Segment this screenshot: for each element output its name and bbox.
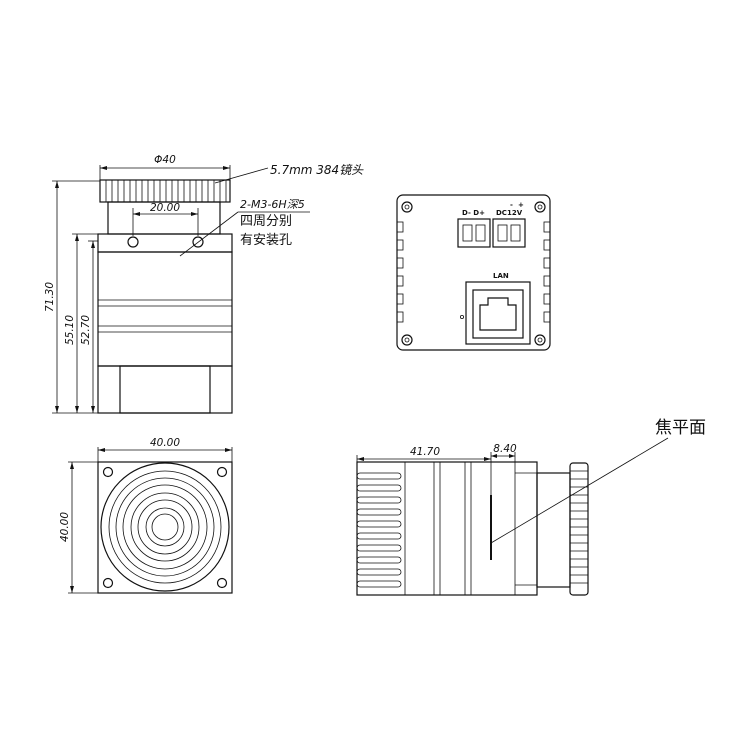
front-face-square bbox=[97, 461, 233, 594]
power-plus: + bbox=[518, 201, 524, 209]
side-fins-right bbox=[543, 221, 551, 323]
rs485-connector bbox=[457, 218, 491, 248]
hole-spacing-label: 20.00 bbox=[150, 202, 180, 214]
top-view: Φ40 20.00 71.30 55.10 52.70 5.7mm 384镜头 … bbox=[44, 154, 364, 414]
camera-body bbox=[97, 251, 233, 367]
rs485-pin-labels: D- D+ bbox=[462, 209, 485, 217]
total-height-label: 71.30 bbox=[44, 282, 56, 312]
body-height-label: 52.70 bbox=[80, 315, 92, 345]
mount-note-line1: 2-M3-6H深5 bbox=[240, 198, 305, 211]
focus-ring bbox=[99, 179, 231, 203]
side-view: 41.70 8.40 焦平面 bbox=[356, 418, 706, 596]
body-flange bbox=[97, 233, 233, 253]
power-minus: - bbox=[510, 201, 513, 209]
lens-note: 5.7mm 384镜头 bbox=[270, 163, 364, 177]
lens-glass bbox=[151, 513, 179, 541]
mount-hole-left bbox=[127, 236, 139, 248]
length-label: 41.70 bbox=[410, 446, 440, 458]
mid-height-label: 55.10 bbox=[64, 315, 76, 345]
power-connector bbox=[492, 218, 526, 248]
face-width-label: 40.00 bbox=[150, 437, 180, 449]
mount-note-line3: 有安装孔 bbox=[240, 233, 292, 248]
cooling-fins bbox=[356, 472, 402, 588]
lens-leader bbox=[214, 167, 269, 184]
lens-face-view: 40.00 40.00 bbox=[59, 437, 233, 594]
diameter-label: Φ40 bbox=[154, 154, 176, 166]
face-height-label: 40.00 bbox=[59, 512, 71, 542]
focal-offset-label: 8.40 bbox=[493, 443, 517, 455]
back-panel bbox=[396, 194, 551, 351]
rj45-socket bbox=[479, 297, 517, 331]
mount-note-line2: 四周分别 bbox=[240, 214, 292, 229]
side-fins-left bbox=[396, 221, 404, 323]
side-focus-ring bbox=[569, 462, 589, 596]
lan-port-housing bbox=[465, 281, 531, 345]
power-label: DC12V bbox=[496, 209, 523, 217]
mount-hole-right bbox=[192, 236, 204, 248]
side-knurl bbox=[570, 470, 588, 584]
lens-outer-ring bbox=[100, 462, 230, 592]
back-panel-view: D- D+ - + DC12V LAN bbox=[396, 194, 551, 351]
side-lens-barrel bbox=[536, 472, 571, 588]
focal-plane-label: 焦平面 bbox=[655, 418, 706, 438]
rear-section bbox=[97, 365, 233, 414]
mount-leader bbox=[179, 211, 239, 257]
lan-label: LAN bbox=[493, 272, 509, 280]
focal-plane-leader bbox=[490, 437, 669, 544]
knurl-lines bbox=[105, 180, 227, 202]
